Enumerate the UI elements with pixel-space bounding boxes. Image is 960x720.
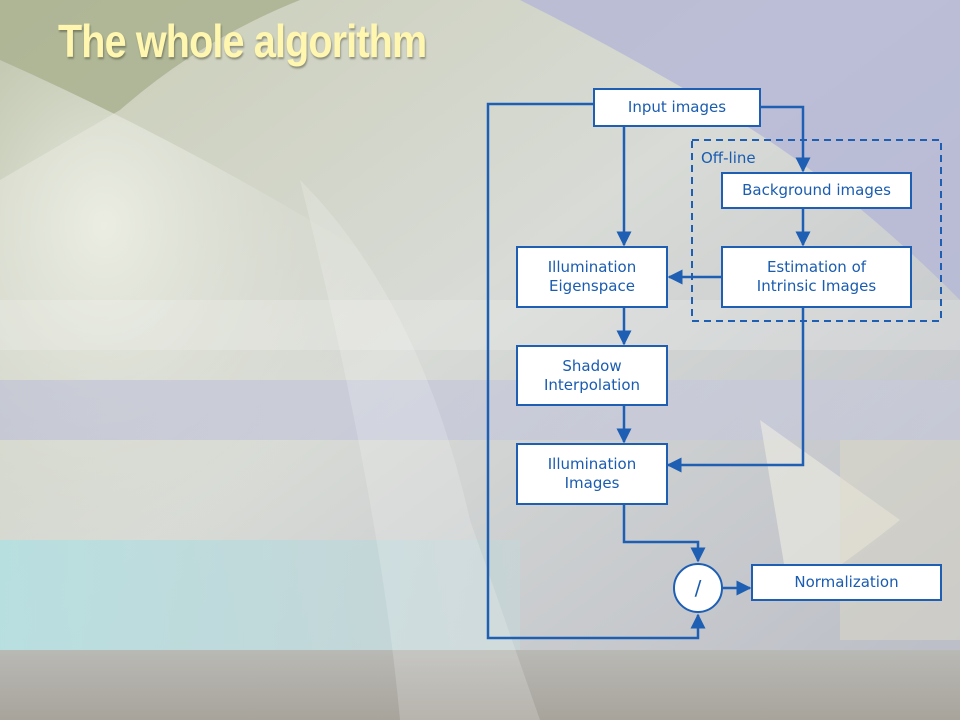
- edge-input-to-background: [761, 105, 811, 173]
- node-illumination-eigenspace: Illumination Eigenspace: [516, 246, 668, 308]
- node-shadow-interpolation: Shadow Interpolation: [516, 345, 668, 406]
- offline-label: Off-line: [701, 149, 756, 167]
- divide-operator: /: [673, 563, 723, 613]
- slide-title: The whole algorithm: [58, 15, 427, 67]
- offline-region: [691, 139, 942, 322]
- node-input-images: Input images: [593, 88, 761, 127]
- edge-input-loop-to-divide: [486, 102, 706, 640]
- edge-estimation-to-illumination: [666, 308, 805, 473]
- edge-illumination-to-divide: [622, 505, 706, 563]
- node-illumination-images: Illumination Images: [516, 443, 668, 505]
- node-normalization: Normalization: [751, 564, 942, 601]
- node-background-images: Background images: [721, 172, 912, 209]
- node-estimation-intrinsic-images: Estimation of Intrinsic Images: [721, 246, 912, 308]
